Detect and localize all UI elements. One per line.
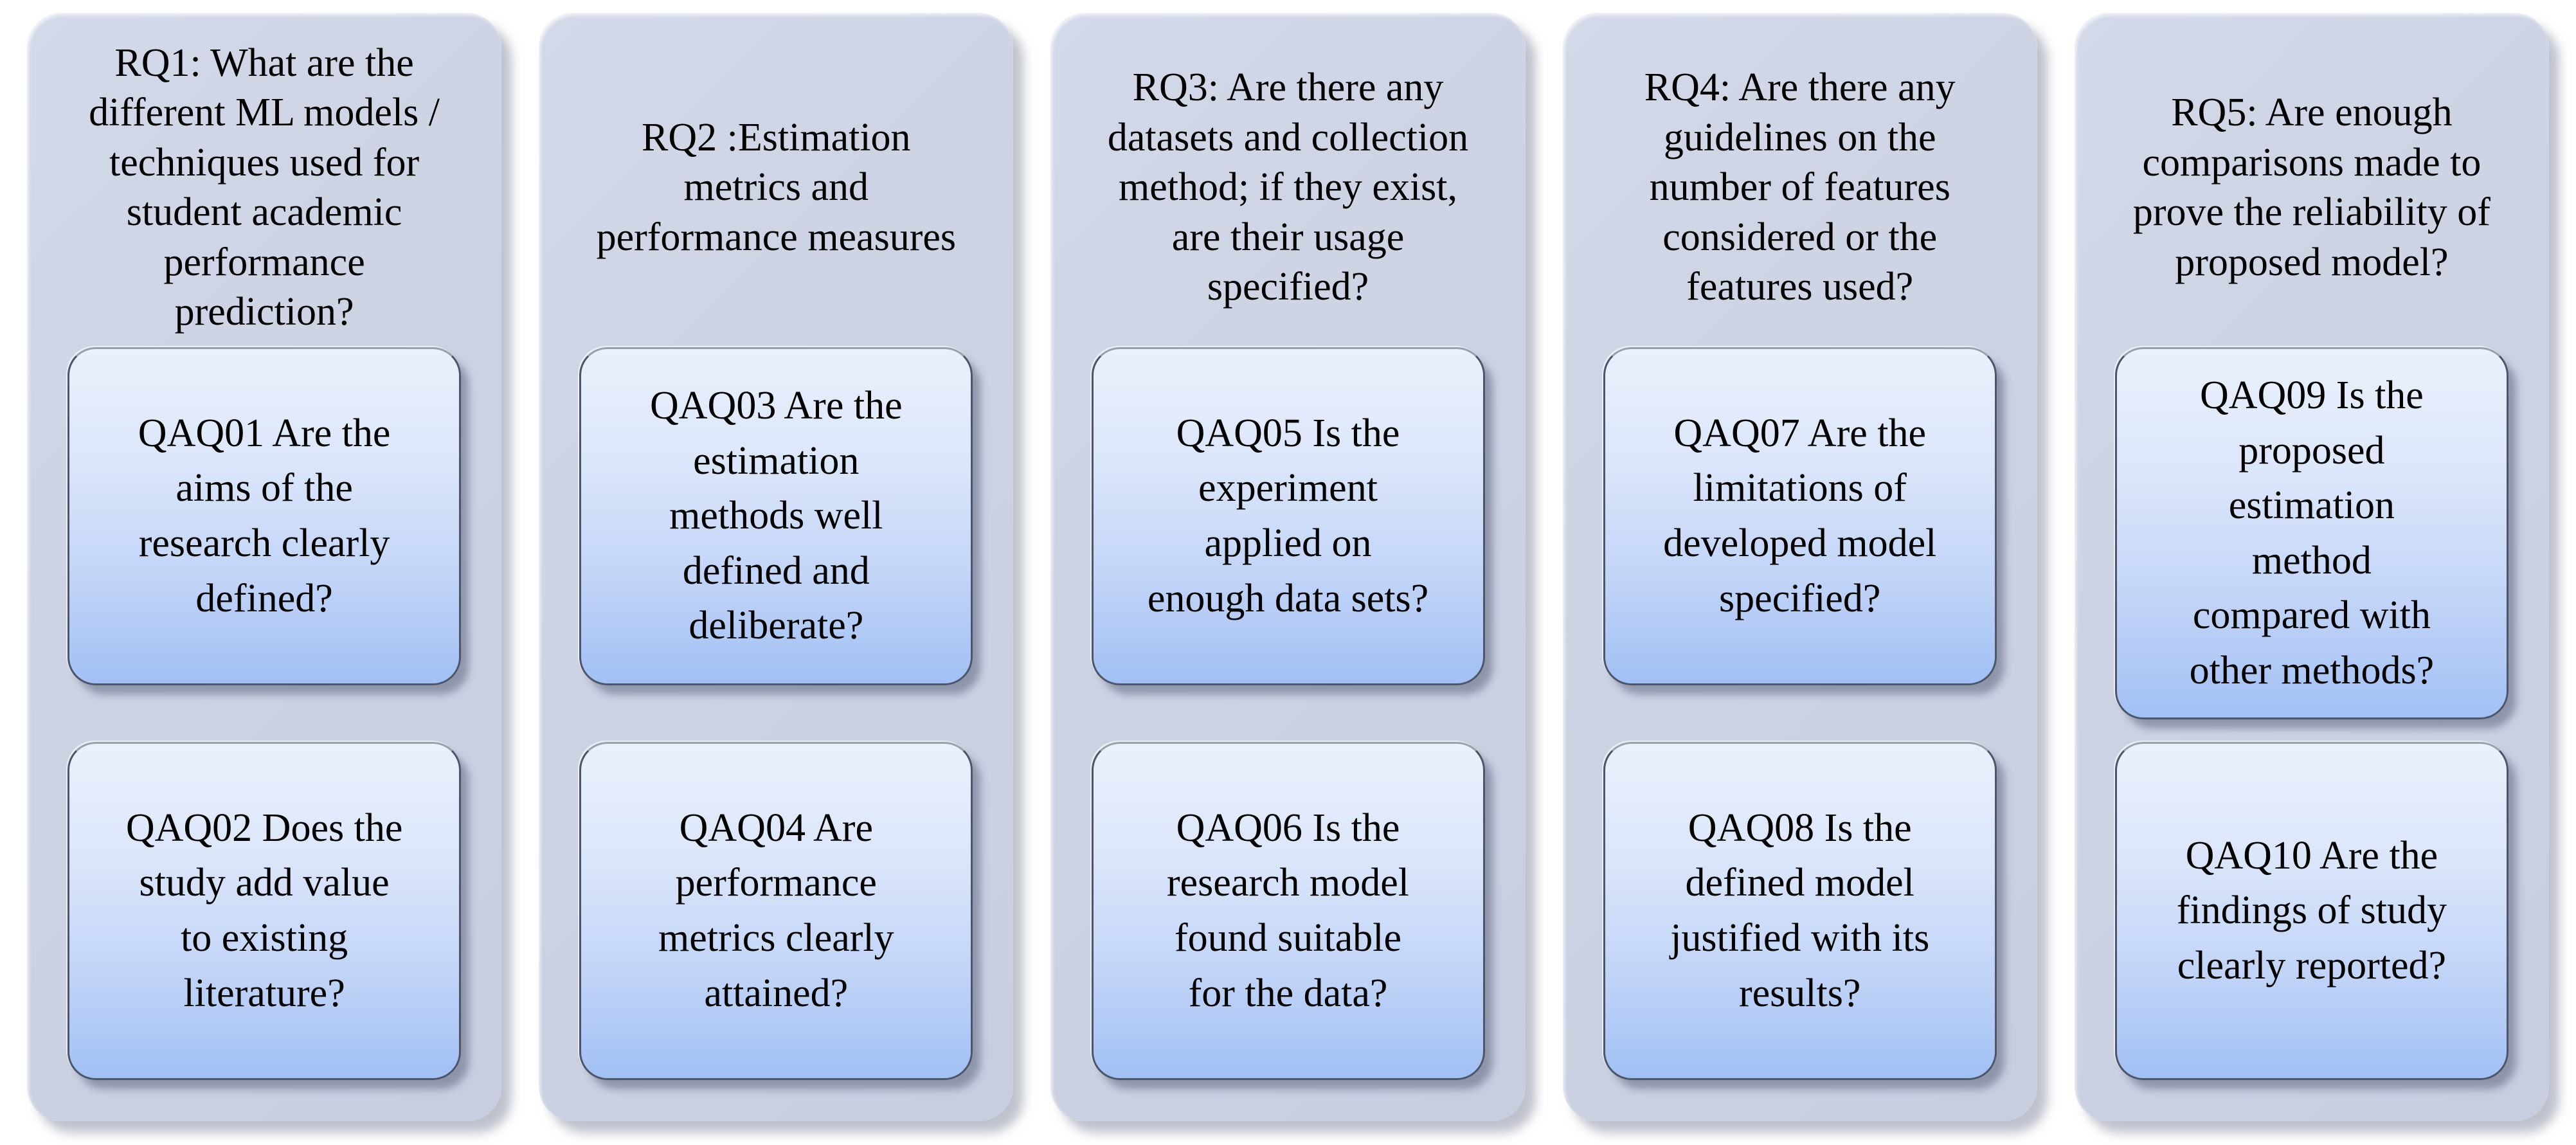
rq2-header: RQ2 :Estimation metrics and performance … xyxy=(555,28,996,347)
qaq03-box: QAQ03 Are the estimation methods well de… xyxy=(579,347,973,685)
rq3-header: RQ3: Are there any datasets and collecti… xyxy=(1067,28,1508,347)
rq4-header-text: RQ4: Are there any guidelines on the num… xyxy=(1644,66,1956,309)
qaq06-box: QAQ06 Is the research model found suitab… xyxy=(1091,742,1485,1080)
qaq09-box: QAQ09 Is the proposed estimation method … xyxy=(2114,347,2508,720)
qaq05-box: QAQ05 Is the experiment applied on enoug… xyxy=(1091,347,1485,685)
rq5-header: RQ5: Are enough comparisons made to prov… xyxy=(2091,28,2532,347)
rq3-header-text: RQ3: Are there any datasets and collecti… xyxy=(1107,66,1469,309)
qaq02-text: QAQ02 Does the study add value to existi… xyxy=(125,806,403,1015)
rq3-column: RQ3: Are there any datasets and collecti… xyxy=(1050,13,1526,1121)
rq5-header-text: RQ5: Are enough comparisons made to prov… xyxy=(2132,91,2490,284)
qaq01-box: QAQ01 Are the aims of the research clear… xyxy=(68,347,462,685)
qaq02-box: QAQ02 Does the study add value to existi… xyxy=(68,742,462,1080)
rq1-column: RQ1: What are the different ML models / … xyxy=(27,13,502,1121)
rq2-column: RQ2 :Estimation metrics and performance … xyxy=(539,13,1014,1121)
qaq05-text: QAQ05 Is the experiment applied on enoug… xyxy=(1147,411,1429,620)
qaq06-text: QAQ06 Is the research model found suitab… xyxy=(1167,806,1409,1015)
qaq08-box: QAQ08 Is the defined model justified wit… xyxy=(1603,742,1997,1080)
qaq10-text: QAQ10 Are the findings of study clearly … xyxy=(2176,833,2447,987)
qaq07-text: QAQ07 Are the limitations of developed m… xyxy=(1663,411,1937,620)
qaq10-box: QAQ10 Are the findings of study clearly … xyxy=(2114,742,2508,1080)
qaq08-text: QAQ08 Is the defined model justified wit… xyxy=(1670,806,1930,1015)
qaq04-box: QAQ04 Are performance metrics clearly at… xyxy=(579,742,973,1080)
qaq04-text: QAQ04 Are performance metrics clearly at… xyxy=(658,806,894,1015)
rq5-column: RQ5: Are enough comparisons made to prov… xyxy=(2074,13,2550,1121)
rq4-column: RQ4: Are there any guidelines on the num… xyxy=(1562,13,2037,1121)
rq1-header-text: RQ1: What are the different ML models / … xyxy=(89,41,440,334)
qaq07-box: QAQ07 Are the limitations of developed m… xyxy=(1603,347,1997,685)
qaq03-text: QAQ03 Are the estimation methods well de… xyxy=(650,384,903,648)
qaq01-text: QAQ01 Are the aims of the research clear… xyxy=(138,411,391,620)
rq2-header-text: RQ2 :Estimation metrics and performance … xyxy=(596,115,957,259)
qaq09-text: QAQ09 Is the proposed estimation method … xyxy=(2189,374,2435,692)
rq4-header: RQ4: Are there any guidelines on the num… xyxy=(1580,28,2021,347)
rq1-header: RQ1: What are the different ML models / … xyxy=(44,28,485,347)
